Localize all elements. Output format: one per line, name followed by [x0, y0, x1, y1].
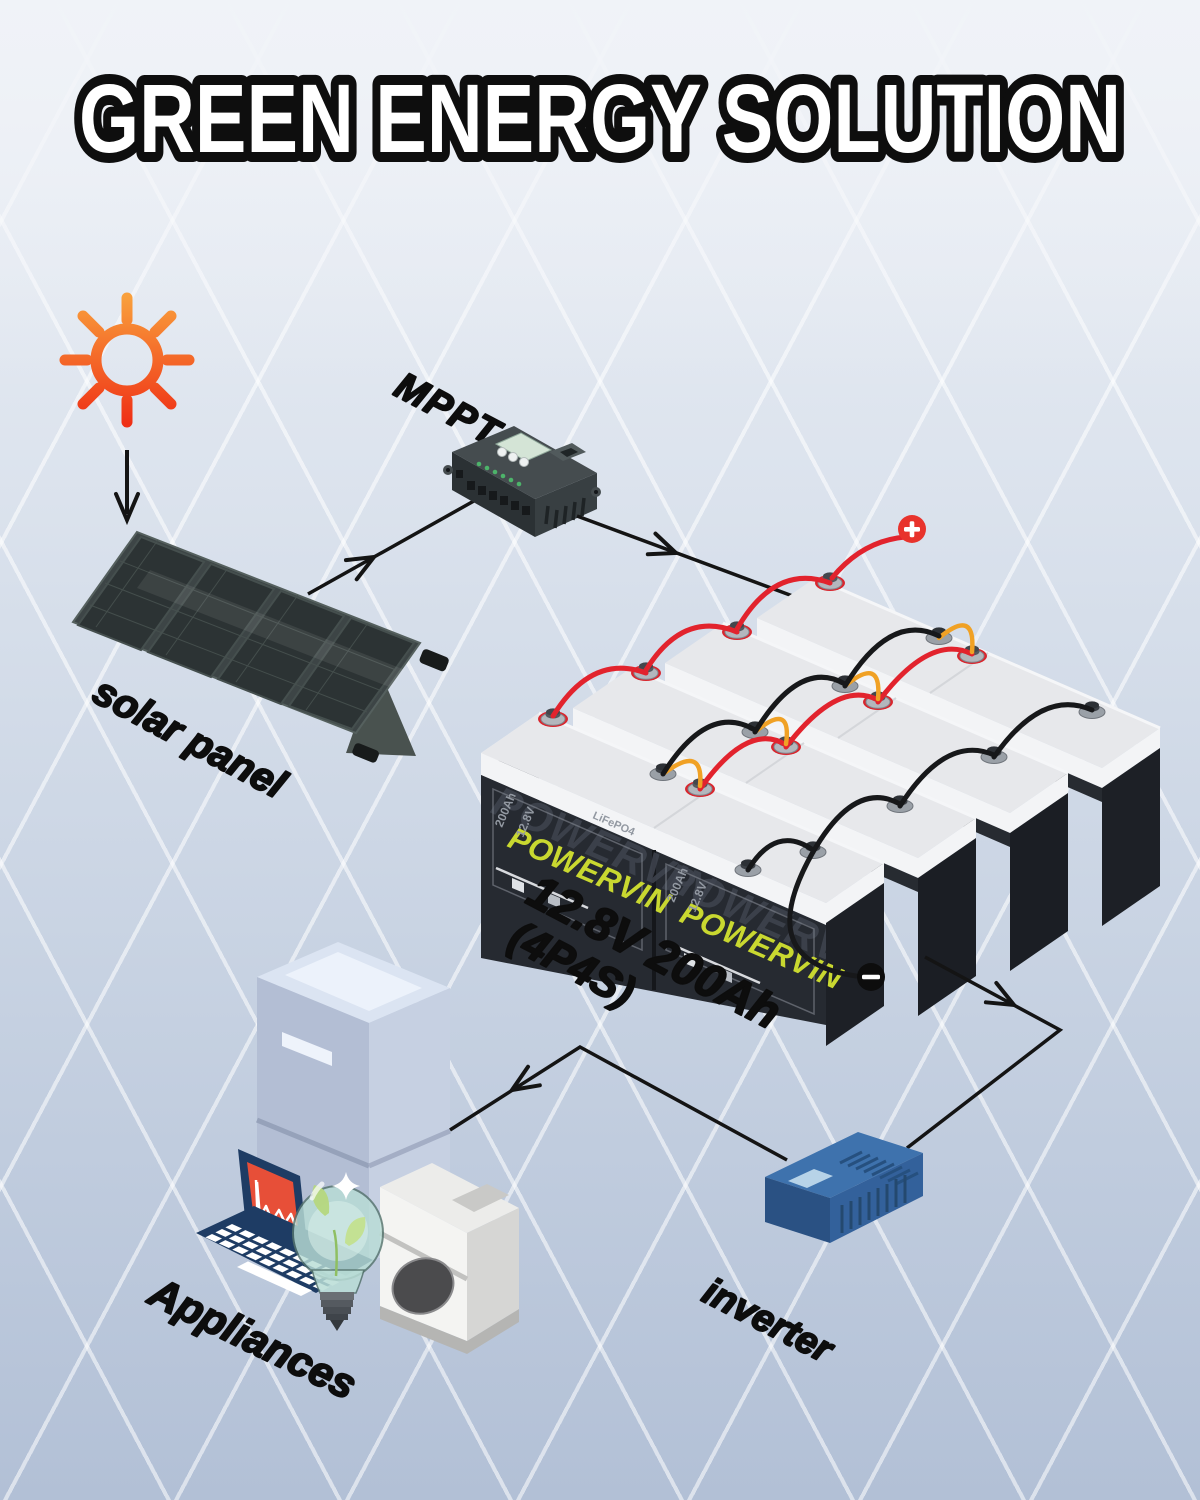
arrow-panel-to-mppt: [307, 495, 482, 596]
light-bulb: [292, 1172, 384, 1331]
mppt-buttons: [497, 447, 529, 467]
mppt-leds: [476, 461, 522, 487]
mppt-vents: [544, 497, 586, 529]
battery-wires-orange: [660, 623, 975, 789]
inverter-vents-side: [840, 1175, 907, 1233]
inverter-label-patch: [788, 1169, 833, 1188]
battery-wires-red: [550, 534, 975, 792]
washing-machine: [378, 1163, 519, 1354]
sparkle-icon: [332, 1172, 360, 1200]
panel-sheen: [137, 570, 405, 688]
battery-front-details: [495, 866, 761, 985]
page-title: GREEN ENERGY SOLUTION: [79, 64, 1121, 173]
solar-panel: [71, 530, 449, 763]
negative-badge-icon: [857, 963, 885, 991]
inverter-vents-top: [839, 1150, 919, 1186]
mppt-ports: [456, 470, 530, 515]
panel-connector: [352, 649, 449, 763]
sun-icon: [59, 292, 195, 428]
battery-wires-black: [660, 627, 1095, 979]
battery-bank: POWERVIN POWERVIN POWERVIN POWERVIN 200A…: [481, 515, 1161, 1046]
washer-door: [392, 1258, 454, 1314]
mppt-charge-controller: [443, 426, 601, 537]
inverter-device: [765, 1132, 923, 1243]
panel-kickstand: [346, 664, 416, 756]
positive-badge-icon: [898, 515, 926, 543]
arrow-sun-to-panel: [114, 450, 140, 522]
arrow-battery-to-inverter: [905, 955, 1064, 1150]
battery-row-front: POWERVIN POWERVIN POWERVIN POWERVIN 200A…: [481, 711, 885, 1046]
keyboard-keys: [205, 1224, 350, 1296]
fridge-handle: [282, 1032, 332, 1066]
washer-control-panel: [452, 1184, 509, 1212]
arrow-mppt-to-battery: [576, 514, 799, 600]
inverter-label: inverter: [696, 1271, 841, 1373]
arrow-inverter-to-appliances: [449, 1044, 788, 1162]
